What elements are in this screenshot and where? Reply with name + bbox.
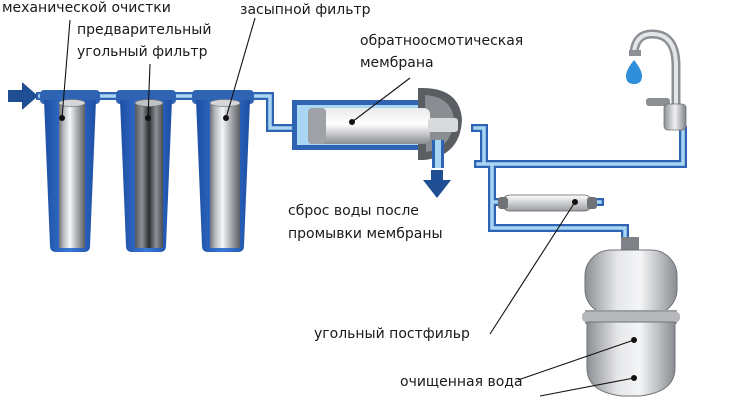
inlet-arrow-icon	[8, 82, 38, 110]
label-drain-line1: сброс воды после	[288, 203, 419, 219]
drain-arrow-icon	[423, 170, 451, 198]
label-mechanical-filter: механической очистки	[2, 0, 171, 16]
filter-housing-1	[40, 90, 100, 252]
post-filter	[498, 194, 597, 212]
label-membrane-line1: обратноосмотическая	[360, 33, 523, 49]
label-drain-line2: промывки мембраны	[288, 226, 443, 242]
filter-housing-3	[192, 90, 254, 252]
label-pre-carbon-line2: угольный фильтр	[77, 44, 208, 60]
label-backfill-filter: засыпной фильтр	[240, 2, 371, 18]
water-drop-icon	[626, 60, 642, 84]
label-pre-carbon-line1: предварительный	[77, 22, 211, 38]
membrane-housing	[292, 88, 462, 168]
leader-dots	[59, 115, 637, 381]
faucet-icon	[629, 29, 687, 131]
label-membrane-line2: мембрана	[360, 55, 434, 71]
leader-lines	[61, 17, 635, 397]
storage-tank	[582, 237, 680, 397]
filter-housing-2	[116, 90, 176, 252]
label-post-filter: угольный постфильр	[314, 326, 470, 342]
label-clean-water: очищенная вода	[400, 374, 523, 390]
